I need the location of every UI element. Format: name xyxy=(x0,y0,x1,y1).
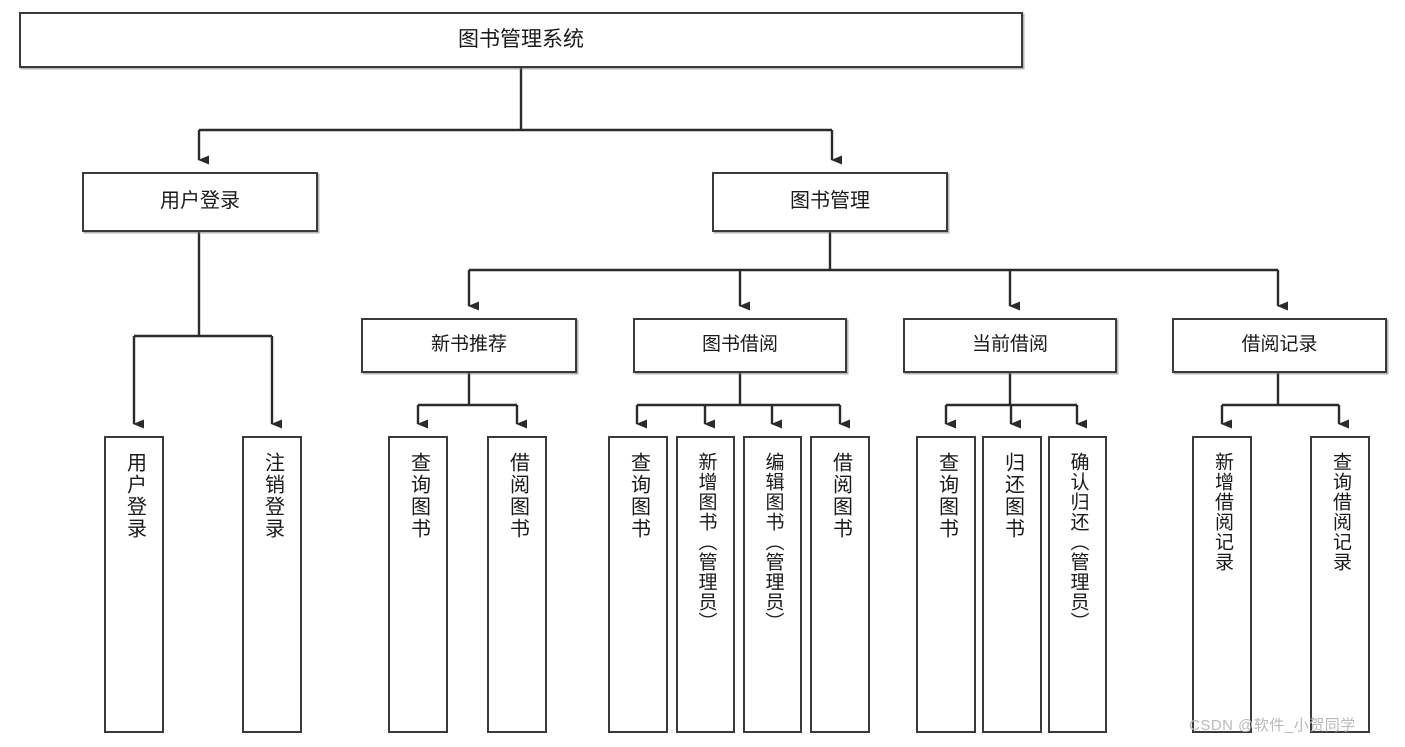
leaf-user-logout[interactable]: 注销登录 xyxy=(242,436,302,733)
leaf-record-add-label: 新增借阅记录 xyxy=(1211,452,1233,572)
leaf-borrow-borrow-book[interactable]: 借阅图书 xyxy=(810,436,870,733)
node-user-login-label: 用户登录 xyxy=(160,190,240,213)
leaf-record-search[interactable]: 查询借阅记录 xyxy=(1310,436,1370,733)
leaf-current-search-book-label: 查询图书 xyxy=(935,452,958,540)
leaf-borrow-borrow-book-label: 借阅图书 xyxy=(829,452,852,540)
leaf-borrow-add-book[interactable]: 新增图书（管理员） xyxy=(676,436,735,733)
node-borrow-record-label: 借阅记录 xyxy=(1241,334,1318,356)
leaf-borrow-add-book-label: 新增图书（管理员） xyxy=(695,452,717,632)
leaf-user-logout-label: 注销登录 xyxy=(261,452,284,540)
leaf-recommend-borrow-book[interactable]: 借阅图书 xyxy=(487,436,547,733)
node-book-management[interactable]: 图书管理 xyxy=(712,172,948,232)
leaf-current-return-book[interactable]: 归还图书 xyxy=(982,436,1042,733)
leaf-current-confirm-return[interactable]: 确认归还（管理员） xyxy=(1048,436,1107,733)
leaf-current-return-book-label: 归还图书 xyxy=(1001,452,1024,540)
node-new-book-recommend-label: 新书推荐 xyxy=(430,334,507,356)
leaf-borrow-edit-book[interactable]: 编辑图书（管理员） xyxy=(743,436,802,733)
leaf-borrow-search-book[interactable]: 查询图书 xyxy=(608,436,668,733)
leaf-recommend-search-book[interactable]: 查询图书 xyxy=(388,436,448,733)
node-new-book-recommend[interactable]: 新书推荐 xyxy=(361,318,577,373)
leaf-recommend-search-book-label: 查询图书 xyxy=(407,452,430,540)
node-book-borrow[interactable]: 图书借阅 xyxy=(633,318,847,373)
leaf-record-add[interactable]: 新增借阅记录 xyxy=(1192,436,1252,733)
node-book-management-label: 图书管理 xyxy=(790,190,870,213)
leaf-current-confirm-return-label: 确认归还（管理员） xyxy=(1067,452,1089,632)
node-borrow-record[interactable]: 借阅记录 xyxy=(1172,318,1387,373)
leaf-current-search-book[interactable]: 查询图书 xyxy=(916,436,976,733)
node-user-login[interactable]: 用户登录 xyxy=(82,172,318,232)
node-current-borrow-label: 当前借阅 xyxy=(971,334,1048,356)
node-current-borrow[interactable]: 当前借阅 xyxy=(903,318,1117,373)
leaf-borrow-edit-book-label: 编辑图书（管理员） xyxy=(762,452,784,632)
node-root-label: 图书管理系统 xyxy=(458,27,584,51)
leaf-record-search-label: 查询借阅记录 xyxy=(1329,452,1351,572)
leaf-user-login-label: 用户登录 xyxy=(123,452,146,540)
leaf-recommend-borrow-book-label: 借阅图书 xyxy=(506,452,529,540)
node-root[interactable]: 图书管理系统 xyxy=(19,12,1023,68)
leaf-user-login[interactable]: 用户登录 xyxy=(104,436,164,733)
leaf-borrow-search-book-label: 查询图书 xyxy=(627,452,650,540)
node-book-borrow-label: 图书借阅 xyxy=(701,334,778,356)
